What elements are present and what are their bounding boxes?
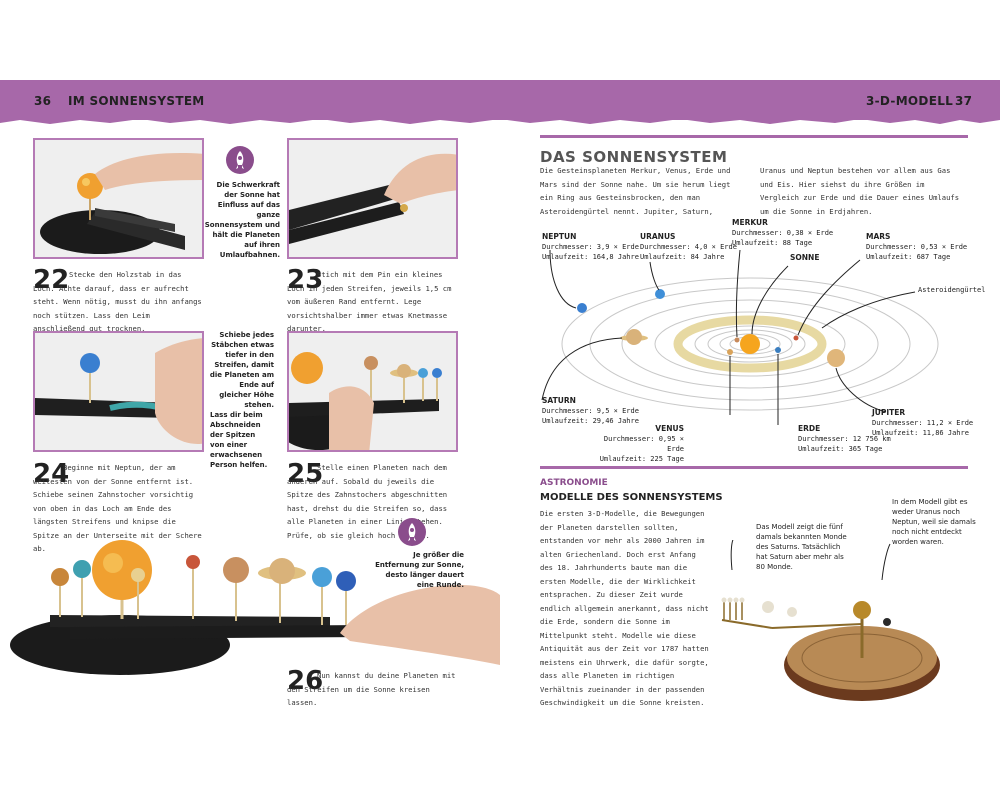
step-text: Nun kannst du deine Planeten mit den Str… — [287, 671, 456, 707]
planet-saturn — [626, 329, 642, 345]
callout-distance: Je größer die Entfernung zur Sonne, dest… — [375, 551, 464, 589]
photo-finished-model — [10, 540, 500, 675]
chapter-title: IM SONNENSYSTEM — [68, 94, 205, 108]
label-sonne: SONNE — [790, 253, 820, 262]
planet-uranus — [655, 289, 665, 299]
planet-jupiter — [827, 349, 845, 367]
astronomy-body: Die ersten 3-D-Modelle, die Bewegungen d… — [540, 509, 709, 707]
planet-merkur — [734, 337, 740, 343]
photo-step-23 — [287, 138, 458, 259]
photo-step-24 — [33, 331, 204, 452]
rocket-icon — [398, 518, 426, 546]
label-saturn: SATURN Durchmesser: 9,5 × Erde Umlaufzei… — [542, 396, 639, 425]
step-number: 25 — [287, 459, 324, 489]
callout-cut-tips: Lass dir beim Abschneiden der Spitzen vo… — [210, 411, 268, 469]
label-erde: ERDE Durchmesser: 12 756 km Umlaufzeit: … — [798, 424, 891, 453]
callout-push-sticks: Schiebe jedes Stäbchen etwas tiefer in d… — [209, 331, 274, 409]
label-merkur: MERKUR Durchmesser: 0,38 × Erde Umlaufze… — [732, 218, 834, 247]
astronomy-title: MODELLE DES SONNENSYSTEMS — [540, 492, 723, 503]
step-text: Stich mit dem Pin ein kleines Loch in je… — [287, 270, 452, 333]
callout-saturn-moons: Das Modell zeigt die fünf damals bekannt… — [756, 523, 847, 571]
label-uranus: URANUS Durchmesser: 4,0 × Erde Umlaufzei… — [640, 232, 737, 261]
label-venus: VENUS Durchmesser: 0,95 × Erde Umlaufzei… — [599, 424, 684, 463]
section-rule — [540, 466, 968, 469]
solar-system-diagram — [541, 249, 939, 426]
sun — [740, 334, 760, 354]
photo-step-25 — [287, 331, 458, 452]
label-jupiter: JUPITER Durchmesser: 11,2 × Erde Umlaufz… — [872, 408, 974, 437]
header-band — [0, 80, 1000, 124]
step-text: Stelle einen Planeten nach dem anderen a… — [287, 463, 448, 540]
callout-uranus-neptun: In dem Modell gibt es weder Uranus noch … — [892, 498, 976, 546]
label-neptun: NEPTUN Durchmesser: 3,9 × Erde Umlaufzei… — [542, 232, 639, 261]
section-title: 3-D-MODELL — [866, 94, 954, 108]
step-text: Beginne mit Neptun, der am weitesten von… — [33, 463, 202, 553]
label-mars: MARS Durchmesser: 0,53 × Erde Umlaufzeit… — [866, 232, 968, 261]
step-text: Stecke den Holzstab in das Loch. Achte d… — [33, 270, 202, 333]
callout-gravity: Die Schwerkraft der Sonne hat Einfluss a… — [204, 181, 280, 259]
solar-system-title: DAS SONNENSYSTEM — [540, 148, 728, 166]
step-number: 23 — [287, 265, 324, 295]
astronomy-kicker: ASTRONOMIE — [540, 478, 608, 488]
solar-intro-left: Die Gesteinsplaneten Merkur, Venus, Erde… — [540, 166, 731, 216]
photo-step-22 — [33, 138, 204, 259]
planet-mars — [793, 335, 799, 341]
step-number: 24 — [33, 459, 70, 489]
solar-intro-right: Uranus und Neptun bestehen vor allem aus… — [760, 166, 960, 216]
step-number: 26 — [287, 666, 324, 696]
label-asteroid-belt: Asteroidengürtel — [918, 286, 986, 294]
torn-edge — [0, 117, 1000, 124]
section-rule — [540, 135, 968, 138]
rocket-icon — [226, 146, 254, 174]
planet-neptun — [577, 303, 587, 313]
planet-venus — [727, 349, 733, 355]
photo-orrery — [721, 540, 940, 701]
planet-erde — [775, 347, 781, 353]
page-number-left: 36 — [34, 94, 52, 108]
page-number-right: 37 — [955, 94, 973, 108]
step-number: 22 — [33, 265, 70, 295]
